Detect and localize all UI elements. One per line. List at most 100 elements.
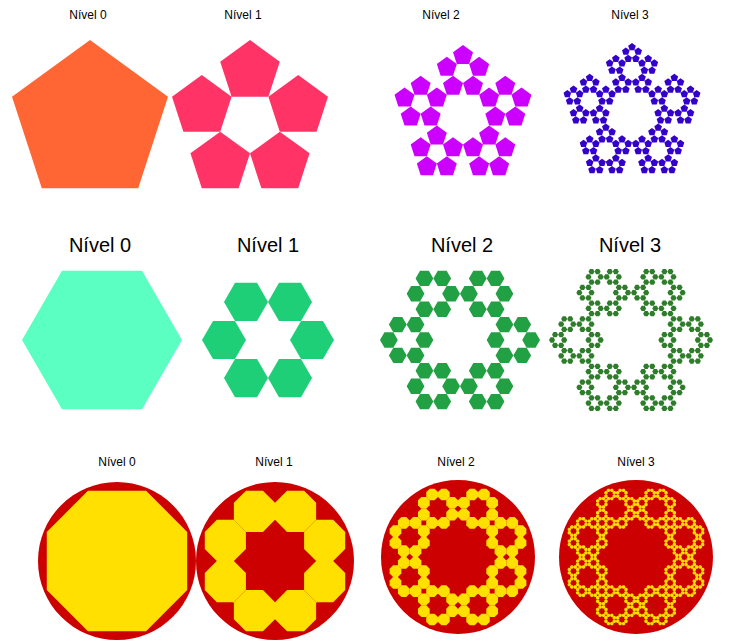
polygon [613, 491, 616, 494]
polygon [410, 545, 422, 557]
polygon [582, 585, 585, 588]
polygon [570, 574, 573, 577]
polygon [693, 528, 696, 531]
polygon [667, 602, 670, 605]
polygon [607, 517, 610, 520]
polygon [487, 302, 505, 317]
polygon [579, 327, 585, 332]
polygon [595, 374, 601, 379]
polygon [568, 571, 571, 574]
polygon [438, 614, 450, 626]
polygon [585, 379, 591, 384]
polygon [662, 585, 665, 588]
polygon [673, 599, 676, 602]
polygon [495, 76, 515, 95]
polygon [616, 274, 622, 279]
polygon [678, 554, 681, 557]
polygon [641, 166, 649, 173]
polygon [658, 274, 664, 279]
polygon [604, 503, 607, 506]
polygon [693, 539, 696, 542]
polygon [390, 525, 402, 537]
polygon [596, 104, 604, 111]
polygon [576, 559, 579, 562]
polygon [664, 154, 672, 161]
polygon [590, 565, 593, 568]
polygon [661, 90, 669, 97]
polygon [570, 109, 578, 116]
polygon [446, 605, 458, 617]
red-disc [381, 480, 535, 634]
polygon [479, 125, 499, 144]
polygon [670, 285, 676, 290]
polygon [704, 343, 710, 348]
polygon [670, 602, 673, 605]
polygon [598, 159, 606, 166]
polygon [585, 400, 591, 405]
polygon [598, 497, 601, 500]
polygon [573, 577, 576, 580]
polygon [590, 554, 593, 557]
polygon [622, 497, 625, 500]
polygon [570, 353, 576, 358]
polygon [438, 489, 450, 501]
polygon [401, 106, 421, 125]
polygon [613, 591, 616, 594]
polygon [661, 332, 667, 337]
polygon [664, 620, 667, 623]
polygon [656, 620, 659, 623]
polygon [642, 602, 645, 605]
polygon [644, 616, 647, 619]
polygon [624, 494, 627, 497]
polygon [506, 557, 518, 569]
polygon [667, 614, 670, 617]
polygon [650, 614, 653, 617]
polygon [681, 591, 684, 594]
polygon [652, 369, 658, 374]
polygon [613, 311, 619, 316]
polygon [693, 543, 696, 546]
polygon [596, 543, 599, 546]
polygon [647, 525, 650, 528]
polygon [687, 525, 690, 528]
polygon [673, 551, 676, 554]
polygon [613, 616, 616, 619]
polygon [622, 614, 625, 617]
polygon [576, 563, 579, 566]
polygon [684, 519, 687, 522]
polygon [678, 525, 681, 528]
polygon [607, 594, 610, 597]
polygon [610, 489, 613, 492]
polygon [608, 66, 616, 73]
polygon [686, 322, 692, 327]
polygon [612, 78, 620, 85]
polygon [642, 509, 645, 512]
level-label: Nível 1 [224, 9, 261, 22]
polygon [576, 568, 579, 571]
polygon [650, 525, 653, 528]
polygon [693, 583, 696, 586]
polygon [582, 594, 585, 597]
polygon [647, 614, 650, 617]
polygon [643, 311, 649, 316]
polygon [673, 519, 676, 522]
polygon [576, 519, 579, 522]
polygon [596, 503, 599, 506]
polygon [567, 358, 573, 363]
polygon [670, 337, 676, 342]
polygon [598, 545, 601, 548]
polygon [598, 602, 601, 605]
polygon [658, 614, 661, 617]
polygon [664, 588, 667, 591]
polygon [667, 301, 673, 306]
polygon [466, 489, 478, 501]
polygon [689, 316, 695, 321]
polygon [653, 616, 656, 619]
polygon [596, 499, 599, 502]
polygon [622, 594, 625, 597]
polygon [625, 385, 631, 390]
polygon [687, 594, 690, 597]
polygon [596, 579, 599, 582]
polygon [695, 585, 698, 588]
polygon [608, 166, 616, 173]
